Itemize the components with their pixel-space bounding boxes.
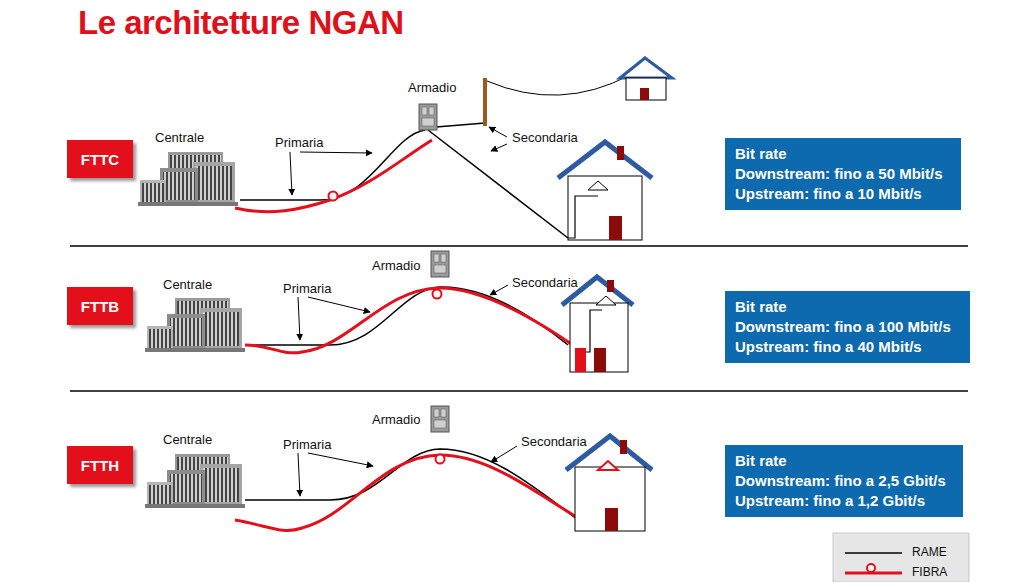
- cabinet-label: Armadio: [408, 80, 456, 95]
- architecture-tag: FTTB: [67, 287, 133, 325]
- cabinet-label: Armadio: [372, 412, 420, 427]
- legend-text: RAME: [912, 545, 947, 559]
- architecture-tag: FTTH: [67, 446, 133, 484]
- bitrate-box: Bit rateDownstream: fino a 50 Mbit/sUpst…: [725, 138, 961, 210]
- box-heading: FTTB: [81, 298, 119, 315]
- bitrate-box: Bit rateDownstream: fino a 100 Mbit/sUps…: [725, 291, 970, 363]
- primary-label: Primaria: [275, 135, 323, 150]
- central-office-label: Centrale: [155, 130, 204, 145]
- box-heading: Bit rate: [735, 297, 960, 317]
- box-text: Downstream: fino a 50 Mbit/s: [735, 164, 951, 184]
- box-heading: FTTC: [81, 151, 119, 168]
- legend-text: FIBRA: [912, 565, 947, 579]
- primary-label: Primaria: [283, 281, 331, 296]
- central-office-label: Centrale: [163, 432, 212, 447]
- box-heading: Bit rate: [735, 144, 951, 164]
- architecture-tag: FTTC: [67, 140, 133, 178]
- page-title: Le architetture NGAN: [78, 4, 404, 42]
- secondary-label: Secondaria: [512, 130, 578, 145]
- primary-label: Primaria: [283, 437, 331, 452]
- box-heading: FTTH: [81, 457, 119, 474]
- bitrate-box: Bit rateDownstream: fino a 2,5 Gbit/sUps…: [725, 445, 963, 517]
- box-heading: Bit rate: [735, 451, 953, 471]
- box-text: Upstream: fino a 40 Mbit/s: [735, 337, 960, 357]
- cabinet-label: Armadio: [372, 258, 420, 273]
- box-text: Upstream: fino a 10 Mbit/s: [735, 184, 951, 204]
- box-text: Downstream: fino a 100 Mbit/s: [735, 317, 960, 337]
- box-text: Upstream: fino a 1,2 Gbit/s: [735, 491, 953, 511]
- secondary-label: Secondaria: [512, 275, 578, 290]
- secondary-label: Secondaria: [521, 434, 587, 449]
- central-office-label: Centrale: [163, 277, 212, 292]
- box-text: Downstream: fino a 2,5 Gbit/s: [735, 471, 953, 491]
